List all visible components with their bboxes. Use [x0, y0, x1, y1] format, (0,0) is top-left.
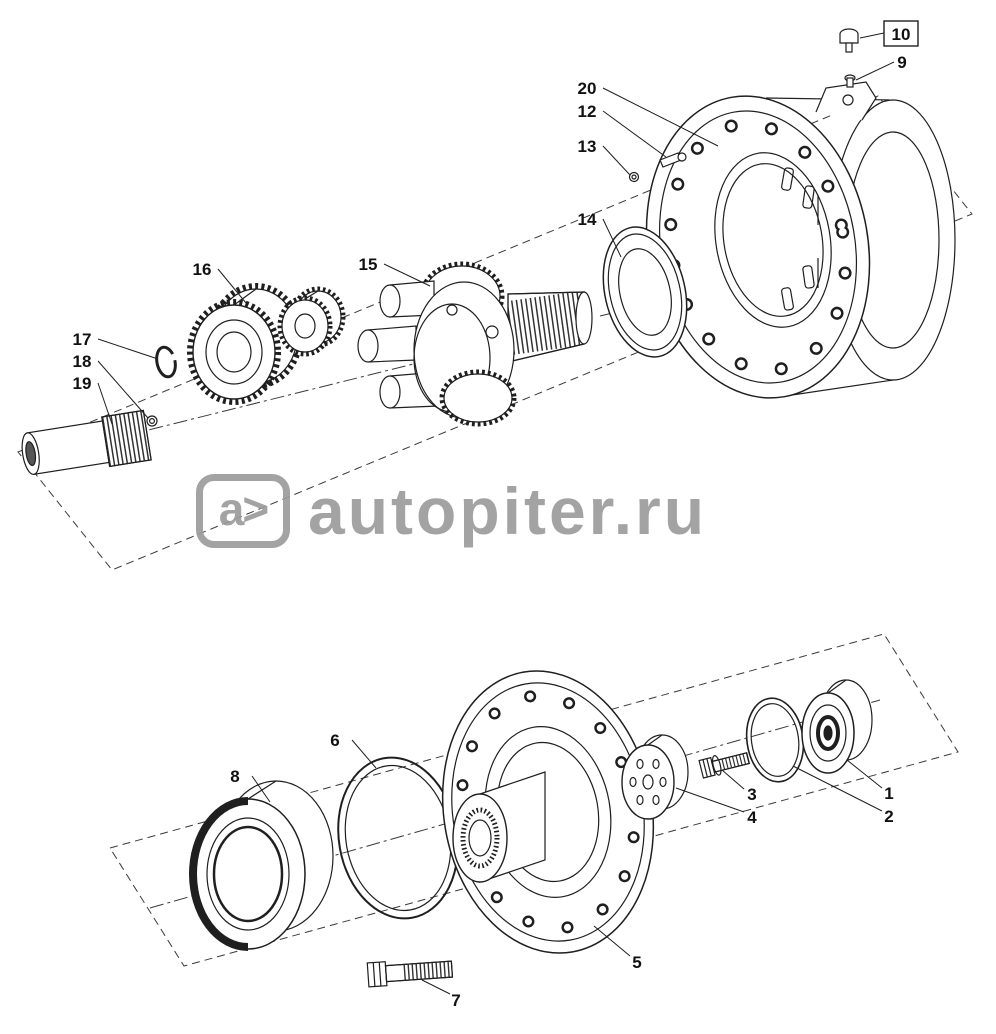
callout-12: 12: [578, 102, 597, 121]
callout-18: 18: [73, 352, 92, 371]
planet-carrier-part-15: [357, 261, 593, 427]
input-shaft-part-19: [21, 409, 152, 476]
callout-16: 16: [193, 260, 212, 279]
callout-7: 7: [451, 991, 460, 1010]
watermark-brand-text: autopiter.ru: [308, 474, 708, 548]
watermark-logo-text: a>: [218, 483, 269, 535]
callout-4: 4: [747, 808, 757, 827]
callout-6: 6: [330, 731, 339, 750]
bolt-part-7: [366, 960, 454, 988]
pin-part-12: [659, 152, 687, 168]
bearing-part-14: [602, 226, 688, 358]
disc-part-4: [621, 734, 689, 820]
callout-15: 15: [359, 255, 378, 274]
callout-10: 10: [892, 25, 911, 44]
callout-8: 8: [230, 767, 239, 786]
watermark-logo-icon: a>: [196, 474, 290, 548]
callout-3: 3: [747, 785, 756, 804]
gear-small-part-16: [277, 286, 346, 357]
seal-part-8: [189, 780, 334, 951]
callout-13: 13: [578, 137, 597, 156]
callout-14: 14: [578, 210, 597, 229]
callout-5: 5: [632, 953, 641, 972]
callout-10-box: [883, 20, 919, 47]
bolt-part-3: [698, 752, 751, 779]
leader-lines: [97, 20, 919, 995]
gear-large-part-16: [187, 283, 303, 405]
washer-part-13: [628, 171, 640, 183]
callout-2: 2: [884, 807, 893, 826]
snap-ring-part-17: [155, 345, 177, 379]
breather-part-10: [839, 28, 859, 53]
housing-part-20: [645, 81, 956, 399]
callout-20: 20: [578, 79, 597, 98]
group-boundary-bottom: [109, 633, 959, 967]
callout-9: 9: [897, 53, 906, 72]
callout-19: 19: [73, 374, 92, 393]
watermark: a> autopiter.ru: [196, 474, 707, 548]
callout-1: 1: [884, 784, 893, 803]
group-boundary-top: [17, 95, 973, 571]
hub-flange-part-5: [441, 670, 655, 954]
o-ring-part-2: [745, 697, 805, 783]
callout-labels: 20 12 13 14 16 15 17 18 19 10 9 6 8 3 4 …: [73, 25, 911, 1010]
fitting-part-9: [844, 74, 856, 88]
clip-part-18: [146, 415, 158, 427]
hub-cap-part-1: [801, 679, 873, 774]
callout-17: 17: [73, 330, 92, 349]
